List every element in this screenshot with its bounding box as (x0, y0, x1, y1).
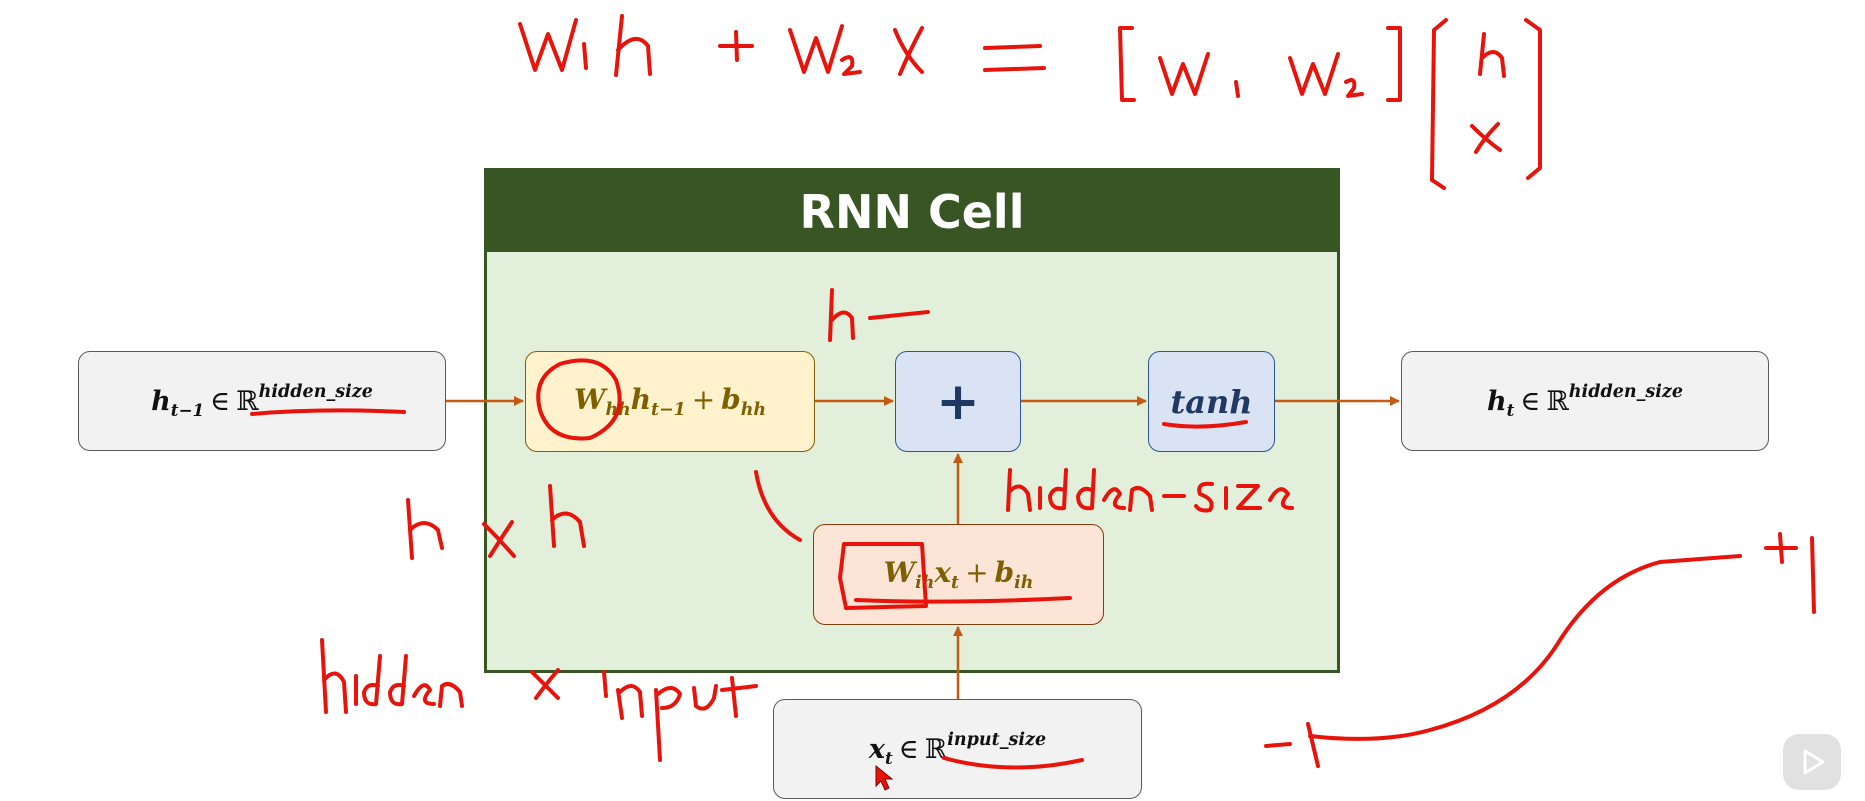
ink-underline-input (942, 756, 1084, 770)
h-prev-label: ht−1∈ℝhidden_size (151, 382, 373, 420)
ink-bracket-close (1386, 26, 1402, 102)
ink-w2-sub (840, 55, 862, 76)
ink-curve-hh (754, 470, 802, 542)
ink-w2b-sub (1344, 78, 1364, 98)
x-t-box: xt∈ℝinput_size (773, 699, 1142, 799)
ink-h (614, 14, 652, 77)
ink-w1b (1158, 52, 1210, 96)
hh-transform-box: Whhht−1+bhh (525, 351, 815, 452)
ink-x (893, 26, 924, 76)
ink-bracket-open (1118, 26, 1136, 102)
cell-title: RNN Cell (487, 171, 1337, 252)
ink-vec-h (1478, 32, 1506, 78)
add-node: + (895, 351, 1021, 452)
ink-hxh (406, 484, 586, 560)
ink-box-wih (838, 542, 928, 610)
ink-vec-close (1524, 18, 1542, 180)
ink-underline-hidden-left (250, 408, 406, 416)
h-t-box: ht∈ℝhidden_size (1401, 351, 1769, 451)
ink-plus-one (1764, 532, 1816, 614)
video-play-button[interactable] (1783, 734, 1841, 790)
ink-plus (718, 30, 754, 62)
ink-w2 (788, 24, 844, 74)
ink-hidden-input (320, 638, 758, 762)
ink-underline-tanh (1162, 420, 1248, 429)
ink-hidden-size (1006, 468, 1294, 513)
ink-equals (983, 44, 1046, 72)
ink-tanh-curve (1264, 554, 1742, 768)
tanh-label: tanh (1170, 382, 1253, 421)
ink-w1 (518, 18, 578, 72)
h-t-label: ht∈ℝhidden_size (1486, 382, 1684, 420)
ink-w1b-sub (1234, 80, 1240, 98)
ink-w1-sub (582, 42, 588, 70)
ih-transform-label: Wihxt+bih (883, 555, 1034, 594)
ink-w2b (1288, 52, 1340, 96)
ink-vec-open (1430, 18, 1448, 190)
ink-circle-whh (536, 358, 622, 441)
ink-vec-x (1470, 122, 1502, 154)
ink-h-dash (828, 288, 930, 342)
x-t-label: xt∈ℝinput_size (868, 730, 1047, 768)
h-prev-box: ht−1∈ℝhidden_size (78, 351, 446, 451)
tanh-node: tanh (1148, 351, 1275, 452)
play-icon (1803, 749, 1825, 775)
cursor-icon (875, 764, 894, 791)
ink-underline-ih (854, 596, 1072, 604)
add-symbol: + (936, 371, 980, 432)
